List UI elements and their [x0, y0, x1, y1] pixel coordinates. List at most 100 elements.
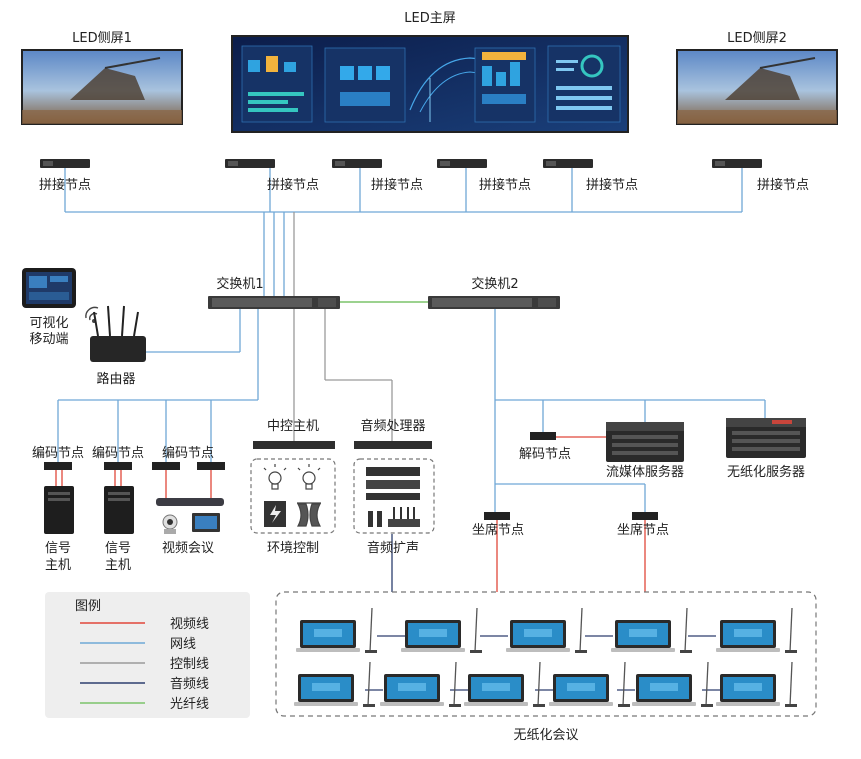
video-conference-icon: [156, 498, 224, 534]
encode-node-1: [44, 462, 72, 470]
stream-server-label: 流媒体服务器: [606, 464, 684, 480]
terminal-screen-content: [524, 629, 552, 637]
encode-node-4: [197, 462, 225, 470]
led-side2-label: LED侧屏2: [727, 31, 787, 46]
legend-item-2-label: 网线: [170, 637, 196, 652]
pc-tower-2-icon: [104, 486, 134, 534]
terminal-screen-content: [314, 629, 342, 637]
led-main-screen: [231, 35, 629, 133]
signal-host-1-line1: 信号: [45, 541, 71, 556]
paperless-meeting-box: [275, 591, 817, 717]
central-ctrl-device: [253, 441, 335, 449]
audio-proc-label: 音频处理器: [360, 418, 425, 434]
splice-node-5-label: 拼接节点: [586, 177, 638, 193]
splice-node-4-label: 拼接节点: [479, 177, 531, 193]
amplifier-icon: [366, 467, 420, 500]
terminal-screen-content: [734, 629, 762, 637]
signal-host-1-line2: 主机: [45, 558, 71, 573]
terminal-base: [296, 648, 360, 652]
pc-tower-1-icon: [44, 486, 74, 534]
splice-node-1-label: 拼接节点: [39, 177, 91, 193]
paperless-server-label: 无纸化服务器: [727, 464, 805, 480]
terminal-base: [380, 702, 444, 706]
terminal-screen-content: [629, 629, 657, 637]
legend-item-3-label: 控制线: [170, 657, 209, 672]
meeting-terminal-7: [380, 661, 461, 707]
legend-item-2: 网线: [80, 637, 196, 652]
mic-base: [365, 650, 377, 653]
signal-host-2-line2: 主机: [105, 558, 131, 573]
splice-node-2-label: 拼接节点: [267, 177, 319, 193]
meeting-terminal-10: [632, 661, 713, 707]
led-side2-screen: [676, 49, 838, 125]
meeting-terminal-1: [296, 607, 377, 653]
paperless-meeting-label: 无纸化会议: [513, 728, 578, 743]
encode-node-3-label: 编码节点: [162, 446, 214, 461]
led-side1-label: LED侧屏1: [72, 31, 132, 46]
terminal-screen-content: [312, 683, 340, 691]
audio-amp-label: 音频扩声: [367, 540, 419, 556]
signal-host-2-line1: 信号: [105, 541, 131, 556]
terminal-screen-content: [650, 683, 678, 691]
gooseneck-mic-icon: [789, 661, 793, 707]
encode-node-2-label: 编码节点: [92, 446, 144, 461]
mic-base: [575, 650, 587, 653]
router-label: 路由器: [96, 371, 135, 387]
gooseneck-mic-icon: [622, 661, 626, 707]
gooseneck-mic-icon: [367, 661, 371, 707]
video-lines: [55, 436, 646, 592]
splice-node-6-label: 拼接节点: [757, 177, 809, 193]
seat-node-1-label: 坐席节点: [472, 522, 524, 538]
terminal-base: [611, 648, 675, 652]
switch-2-label: 交换机2: [471, 276, 518, 292]
legend-item-3: 控制线: [80, 657, 209, 672]
mic-base: [363, 704, 375, 707]
legend-item-5-label: 光纤线: [170, 697, 209, 712]
meeting-terminal-2: [401, 607, 482, 653]
switch-1-label: 交换机1: [216, 276, 263, 292]
mobile-label-line2: 移动端: [29, 332, 68, 347]
terminal-base: [294, 702, 358, 706]
led-side1-screen: [21, 49, 183, 125]
meeting-terminal-6: [294, 661, 375, 707]
mic-base: [785, 650, 797, 653]
splice-node-6: 拼接节点: [712, 159, 809, 193]
legend-item-4: 音频线: [80, 676, 209, 692]
control-lines: [293, 212, 393, 445]
stream-server-icon: [606, 422, 684, 462]
gooseneck-mic-icon: [789, 607, 793, 653]
terminal-base: [716, 648, 780, 652]
light-bulb-icon: [263, 464, 287, 490]
meeting-terminals: [294, 607, 797, 707]
mobile-label-line1: 可视化: [29, 316, 68, 331]
mic-base: [680, 650, 692, 653]
env-ctrl-box: [250, 458, 336, 534]
terminal-base: [549, 702, 613, 706]
decode-node-label: 解码节点: [519, 447, 571, 462]
gooseneck-mic-icon: [369, 607, 373, 653]
encode-node-1-label: 编码节点: [32, 446, 84, 461]
seat-node-2-label: 坐席节点: [617, 522, 669, 538]
meeting-terminal-9: [549, 661, 630, 707]
switch-1: 交换机1: [208, 276, 340, 309]
meeting-terminal-11: [716, 661, 797, 707]
curtain-icon: [296, 502, 322, 527]
terminal-base: [716, 702, 780, 706]
encode-node-3: [152, 462, 180, 470]
audio-proc-device: [354, 441, 432, 449]
terminal-screen-content: [567, 683, 595, 691]
network-lines: [57, 168, 766, 512]
decode-node: [530, 432, 556, 440]
video-conf-label: 视频会议: [162, 541, 214, 556]
gooseneck-mic-icon: [684, 607, 688, 653]
led-main-label: LED主屏: [404, 11, 455, 26]
mic-base: [533, 704, 545, 707]
seat-node-1: [484, 512, 510, 520]
gooseneck-mic-icon: [474, 607, 478, 653]
terminal-screen-content: [482, 683, 510, 691]
gooseneck-mic-icon: [579, 607, 583, 653]
mic-base: [470, 650, 482, 653]
terminal-screen-content: [398, 683, 426, 691]
encode-node-2: [104, 462, 132, 470]
